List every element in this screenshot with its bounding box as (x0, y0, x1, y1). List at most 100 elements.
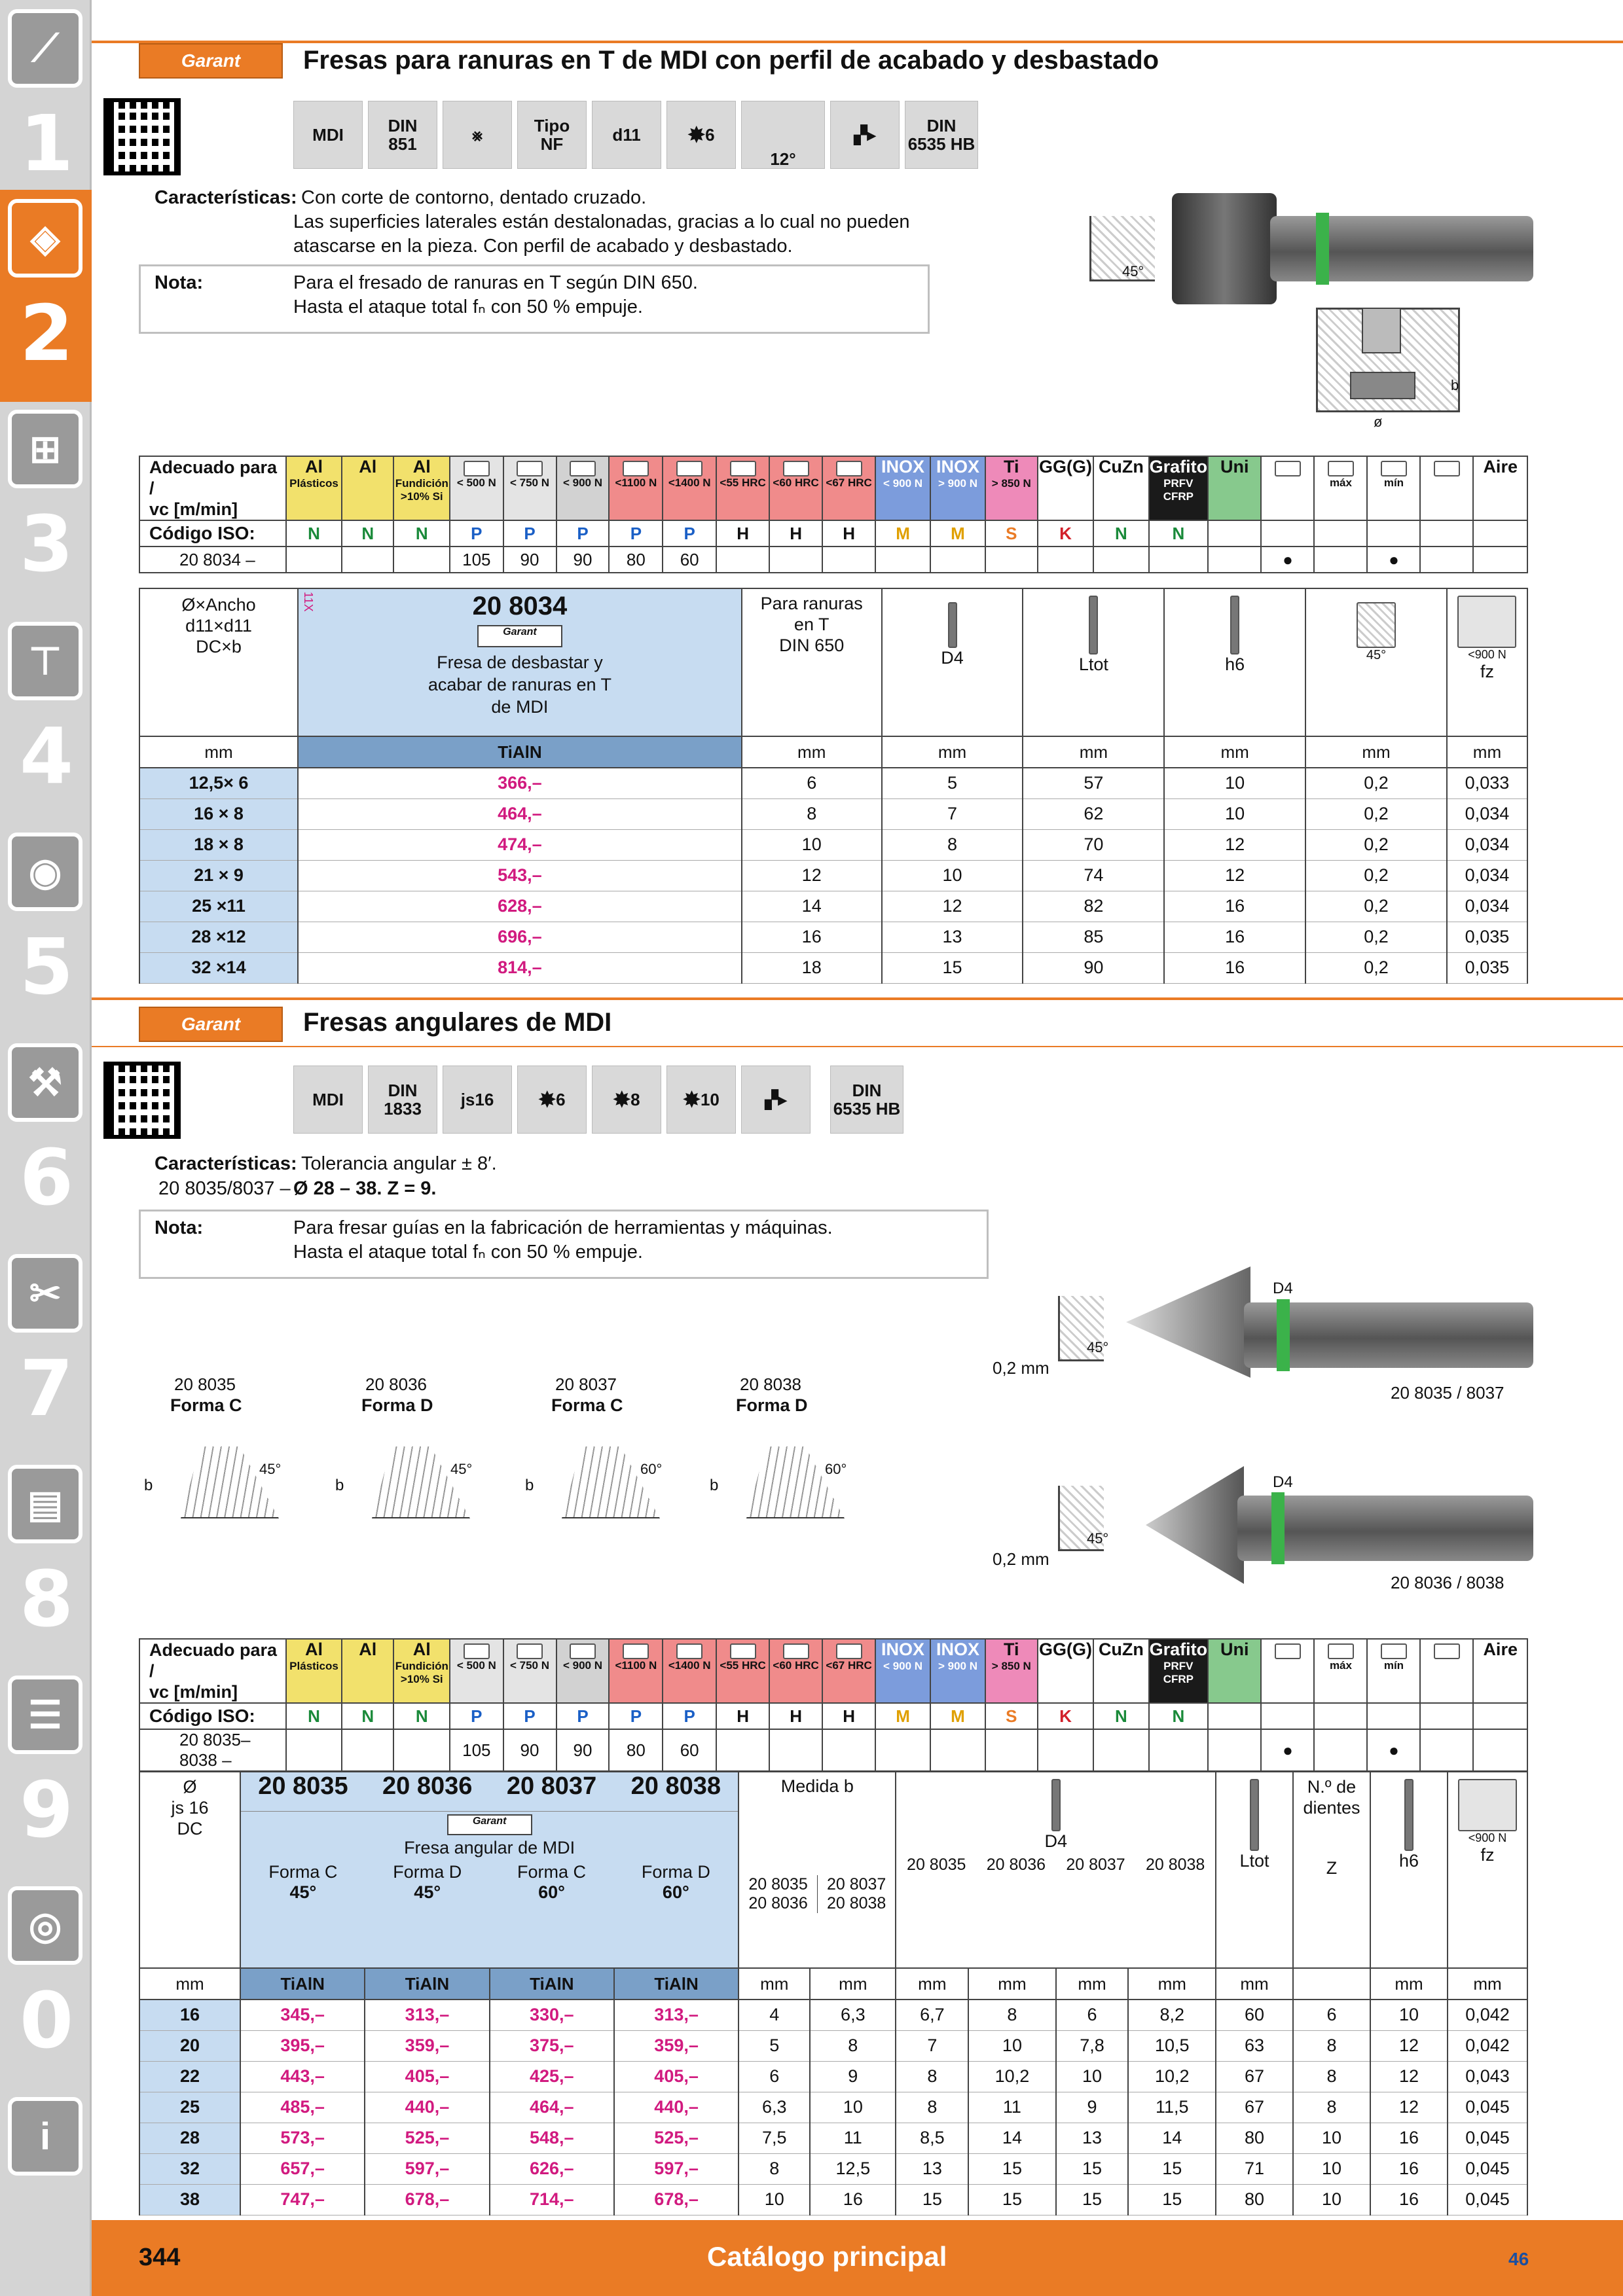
vc-value: 105 (449, 546, 504, 573)
material-col: mín (1366, 1638, 1421, 1704)
value-cell: 8 (895, 2091, 970, 2123)
value-cell: 62 (1022, 798, 1165, 830)
value-cell: 0,2 (1305, 921, 1448, 953)
vc-value (285, 1729, 342, 1772)
characteristics-label: Características: (155, 187, 297, 208)
steel-beam-icon (569, 1643, 596, 1659)
qr-code[interactable] (103, 1062, 181, 1139)
value-cell: 10 (809, 2091, 897, 2123)
note-line: Hasta el ataque total fₙ con 50 % empuje… (293, 1242, 643, 1263)
iso-code: P (449, 520, 504, 547)
price-cell: 443,– (239, 2060, 366, 2092)
chapter-2-tab[interactable]: ◈2 (0, 190, 92, 402)
price-cell: 366,– (297, 767, 742, 799)
coolant-icon (1380, 1643, 1407, 1659)
value-cell: 6,7 (895, 1999, 970, 2031)
vc-value: 60 (662, 546, 718, 573)
iso-code (1419, 1702, 1474, 1730)
section-divider (92, 41, 1623, 43)
value-cell: 10 (740, 829, 883, 861)
pliers-icon: ✂ (8, 1254, 82, 1333)
coolant-icon (1433, 1643, 1460, 1659)
vc-value (822, 546, 877, 573)
iso-code: N (340, 520, 395, 547)
price-cell: 405,– (364, 2060, 490, 2092)
value-cell: 16 (1163, 921, 1307, 953)
form-angle: 45° (450, 1461, 473, 1477)
spec-value: Ø 28 – 38. Z = 9. (293, 1178, 437, 1199)
value-cell: 7,5 (738, 2122, 811, 2154)
chapter-6-tab[interactable]: ⚒6 (0, 1034, 92, 1246)
value-cell: 11 (968, 2091, 1057, 2123)
value-cell: 0,2 (1305, 859, 1448, 891)
chapter-4-tab[interactable]: ⊤4 (0, 613, 92, 825)
material-col: <55 HRC (716, 1638, 771, 1704)
value-cell: 60 (1215, 1999, 1294, 2031)
footer-index: 46 (1508, 2249, 1529, 2269)
value-cell: 67 (1215, 2091, 1294, 2123)
material-col: <1100 N (608, 456, 664, 521)
vc-value (1093, 546, 1150, 573)
price-cell: 597,– (364, 2153, 490, 2185)
iso-code: M (875, 1702, 932, 1730)
value-cell: 8 (895, 2060, 970, 2092)
form-angle: 45° (259, 1461, 282, 1477)
section-underline (92, 1046, 1623, 1047)
chapter-1-tab[interactable]: ⟋1 (0, 0, 92, 212)
qr-code[interactable] (103, 98, 181, 175)
cabinet-icon: ☰ (8, 1676, 82, 1754)
value-cell: 0,2 (1305, 798, 1448, 830)
chapter-7-tab[interactable]: ✂7 (0, 1245, 92, 1457)
ltot-header: Ltot (1022, 588, 1165, 737)
value-cell: 14 (968, 2122, 1057, 2154)
image-caption: 20 8036 / 8038 (1391, 1573, 1504, 1592)
value-cell: 8,5 (895, 2122, 970, 2154)
chapter-info-tab[interactable]: i (0, 2088, 92, 2219)
value-cell: 0,045 (1447, 2183, 1528, 2215)
value-cell: 13 (895, 2153, 970, 2185)
chapter-3-tab[interactable]: ⊞3 (0, 401, 92, 613)
price-cell: 425,– (488, 2060, 615, 2092)
safety-icon: ◎ (8, 1886, 82, 1965)
material-col: Ti> 850 N (984, 1638, 1038, 1704)
iso-code (1260, 1702, 1315, 1730)
vc-value (875, 1729, 932, 1772)
price-cell: 464,– (488, 2091, 615, 2123)
vc-value (1207, 1729, 1262, 1772)
h6-header: h6 (1370, 1771, 1448, 1969)
value-cell: 82 (1022, 890, 1165, 922)
dim-diameter: ø (1374, 414, 1383, 430)
cut-direction-icon: ▞▸ (830, 101, 900, 169)
caliper-icon: ⊤ (8, 622, 82, 700)
form-name: Forma D (361, 1395, 433, 1415)
size-cell: 25 ×11 (138, 890, 299, 922)
chamfer-icon (1357, 602, 1396, 648)
chapter-5-tab[interactable]: ◉5 (0, 823, 92, 1035)
material-col: < 750 N (502, 456, 557, 521)
value-cell: 10 (1163, 767, 1307, 799)
value-cell: 18 (740, 952, 883, 984)
chapter-8-tab[interactable]: ▤8 (0, 1456, 92, 1668)
chapter-0-tab[interactable]: ◎0 (0, 1877, 92, 2089)
form-angle: 60° (825, 1461, 847, 1477)
value-cell: 16 (740, 921, 883, 953)
t-slot-cutter-shank (1270, 216, 1533, 281)
chapter-9-tab[interactable]: ☰9 (0, 1666, 92, 1878)
